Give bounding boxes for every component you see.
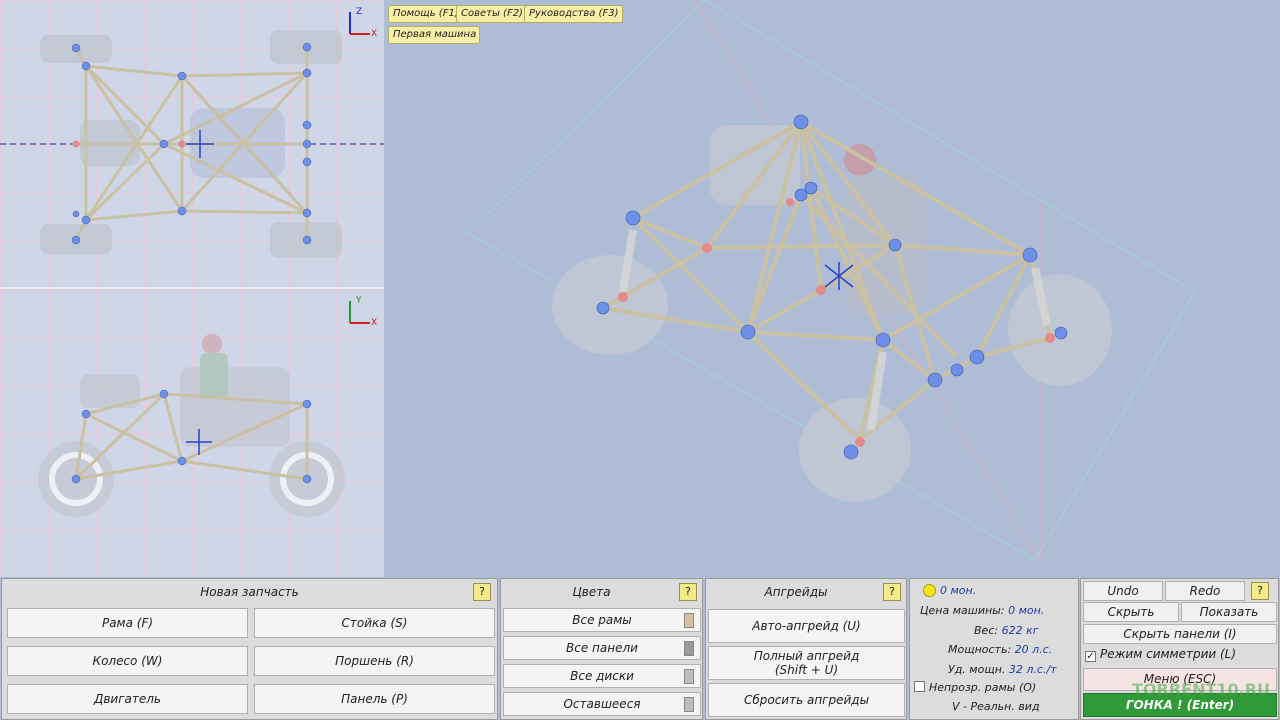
color-all-panels-button[interactable]: Все панели <box>503 636 701 660</box>
power-label: Мощность: <box>948 643 1012 656</box>
parts-title: Новая запчасть <box>200 585 299 599</box>
top-view-axis-gizmo: Z X <box>349 7 377 38</box>
help-button[interactable]: Помощь (F1) <box>388 5 464 23</box>
guides-button[interactable]: Руководства (F3) <box>524 5 624 23</box>
weight-label: Вес: <box>974 624 999 637</box>
real-view-hint: V - Реальн. вид <box>952 700 1040 713</box>
axis-z-label: Z <box>356 7 362 17</box>
frames-swatch <box>684 613 694 628</box>
add-engine-button[interactable]: Двигатель <box>7 684 248 714</box>
main-3d-viewport[interactable] <box>385 0 1280 577</box>
add-panel-button[interactable]: Панель (P) <box>254 684 495 714</box>
color-all-discs-label: Все диски <box>570 669 634 683</box>
add-frame-button[interactable]: Рама (F) <box>7 608 248 638</box>
color-all-discs-button[interactable]: Все диски <box>503 664 701 688</box>
add-strut-button[interactable]: Стойка (S) <box>254 608 495 638</box>
upgrades-panel: Апгрейды ? Авто-апгрейд (U) Полный апгре… <box>705 578 907 720</box>
specific-power-label: Уд. мощн. <box>948 663 1006 676</box>
axis-x-label: X <box>371 29 377 38</box>
watermark: TORRENT10.RU <box>1132 680 1271 699</box>
undo-button[interactable]: Undo <box>1083 581 1163 601</box>
top-view-frame <box>0 30 384 258</box>
stats-panel: 0 мон. Цена машины: 0 мон. Вес: 622 кг М… <box>909 578 1079 720</box>
power-value: 20 л.с. <box>1014 643 1053 656</box>
auto-upgrade-button[interactable]: Авто-апгрейд (U) <box>708 609 905 643</box>
redo-button[interactable]: Redo <box>1165 581 1245 601</box>
add-wheel-button[interactable]: Колесо (W) <box>7 646 248 676</box>
coin-icon <box>923 584 936 597</box>
hide-button[interactable]: Скрыть <box>1083 602 1179 622</box>
colors-title: Цвета <box>572 585 611 599</box>
price-label: Цена машины: <box>920 604 1005 617</box>
controls-panel: Undo Redo ? Скрыть Показать Скрыть панел… <box>1080 578 1279 720</box>
hide-panels-button[interactable]: Скрыть панели (I) <box>1083 624 1277 644</box>
opaque-frames-label: Непрозр. рамы (O) <box>929 681 1037 694</box>
symmetry-label: Режим симметрии (L) <box>1100 647 1237 661</box>
specific-power-value: 32 л.с./т <box>1008 663 1057 676</box>
color-remaining-label: Оставшееся <box>563 697 641 711</box>
color-remaining-button[interactable]: Оставшееся <box>503 692 701 716</box>
colors-help-button[interactable]: ? <box>679 583 697 601</box>
symmetry-toggle[interactable]: ✓ Режим симметрии (L) <box>1085 647 1236 662</box>
car-frame-3d <box>467 0 1196 561</box>
top-view-viewport[interactable]: Z X <box>0 0 384 287</box>
full-upgrade-shortcut: (Shift + U) <box>774 663 839 677</box>
axis-x-label-side: X <box>371 318 377 327</box>
menu-button[interactable]: Меню (ESC) <box>1083 668 1277 691</box>
full-upgrade-button[interactable]: Полный апгрейд(Shift + U) <box>708 646 905 680</box>
colors-panel: Цвета ? Все рамы Все панели Все диски Ос… <box>500 578 703 720</box>
color-all-panels-label: Все панели <box>566 641 638 655</box>
symmetry-checkbox[interactable]: ✓ <box>1085 651 1096 662</box>
upgrades-title: Апгрейды <box>764 585 828 599</box>
color-all-frames-label: Все рамы <box>572 613 632 627</box>
remaining-swatch <box>684 697 694 712</box>
side-view-frame <box>0 334 384 517</box>
side-view-axis-gizmo: Y X <box>349 296 377 327</box>
tips-button[interactable]: Советы (F2) <box>456 5 528 23</box>
opaque-frames-checkbox[interactable] <box>914 681 925 692</box>
money-value: 0 мон. <box>940 584 977 597</box>
color-all-frames-button[interactable]: Все рамы <box>503 608 701 632</box>
parts-panel: Новая запчасть ? Рама (F) Стойка (S) Кол… <box>1 578 498 720</box>
side-view-viewport[interactable]: Y X <box>0 289 384 577</box>
first-car-button[interactable]: Первая машина <box>388 26 480 44</box>
axis-y-label: Y <box>355 296 362 306</box>
panels-swatch <box>684 641 694 656</box>
reset-upgrades-button[interactable]: Сбросить апгрейды <box>708 683 905 717</box>
show-button[interactable]: Показать <box>1181 602 1277 622</box>
discs-swatch <box>684 669 694 684</box>
upgrades-help-button[interactable]: ? <box>883 583 901 601</box>
weight-value: 622 кг <box>1001 624 1039 637</box>
race-button[interactable]: ГОНКА ! (Enter) <box>1083 693 1277 717</box>
viewport-divider <box>0 287 384 289</box>
parts-help-button[interactable]: ? <box>473 583 491 601</box>
opaque-frames-toggle[interactable]: Непрозр. рамы (O) <box>914 681 1036 694</box>
price-value: 0 мон. <box>1008 604 1045 617</box>
add-piston-button[interactable]: Поршень (R) <box>254 646 495 676</box>
full-upgrade-label: Полный апгрейд <box>753 649 860 663</box>
controls-help-button[interactable]: ? <box>1251 582 1269 600</box>
